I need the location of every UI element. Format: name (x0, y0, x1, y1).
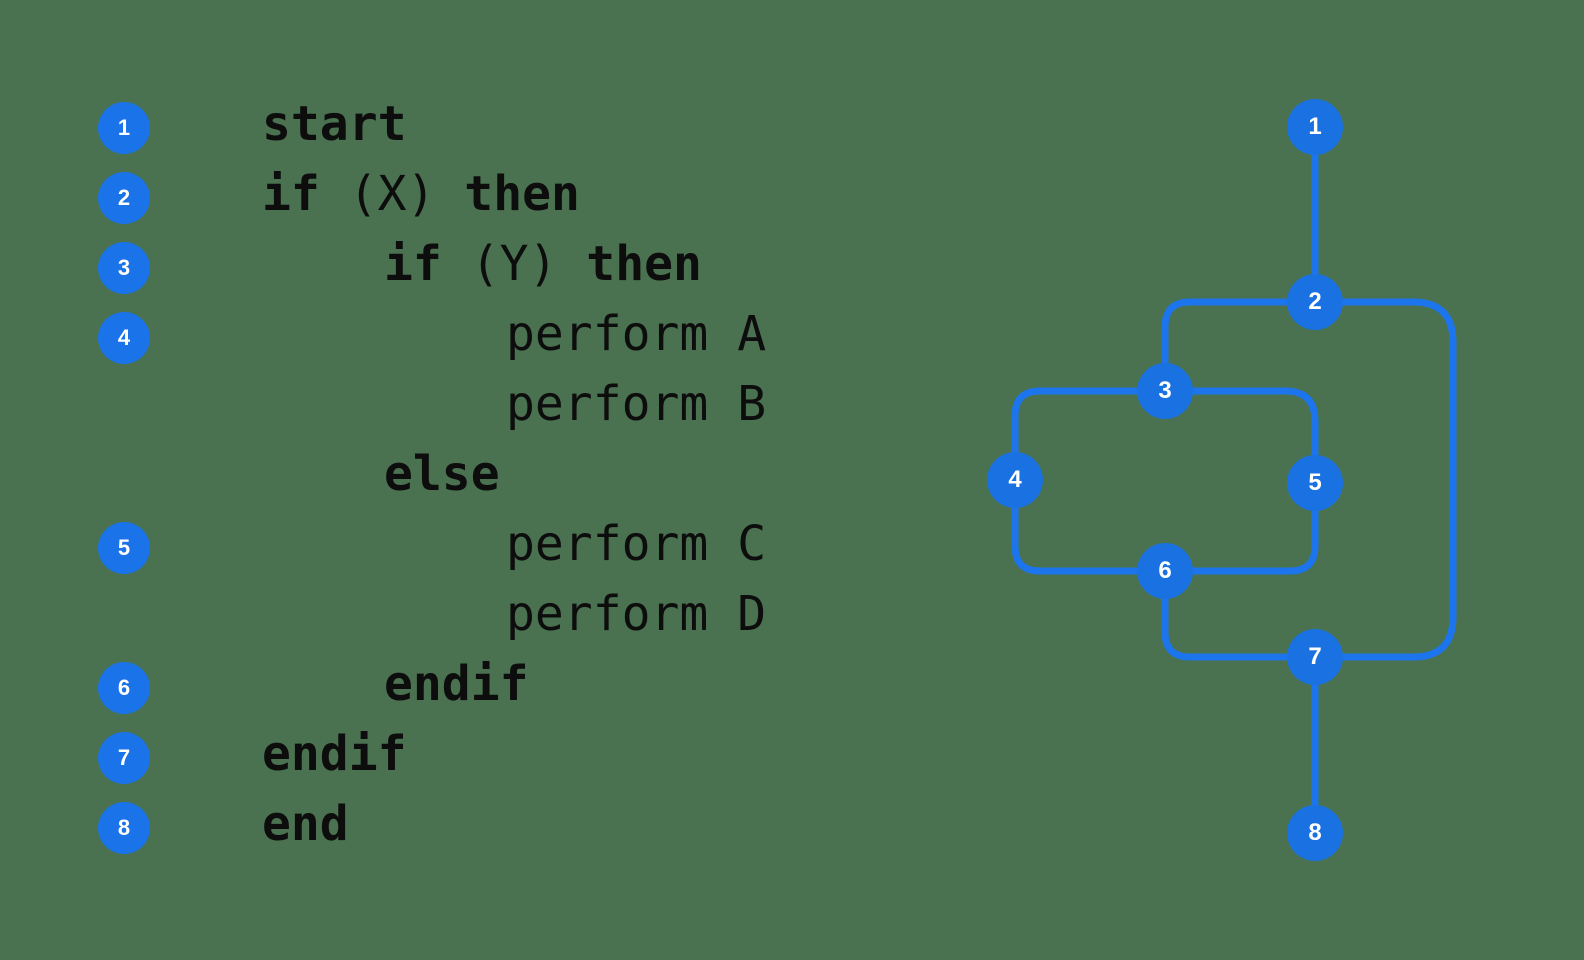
line-number-badge: 5 (98, 522, 150, 574)
graph-node-label: 8 (1308, 819, 1322, 846)
graph-node-6: 6 (1137, 543, 1193, 599)
line-number-badge: 4 (98, 312, 150, 364)
graph-node-label: 3 (1158, 377, 1172, 404)
graph-node-5: 5 (1287, 455, 1343, 511)
code-segment: perform C (506, 516, 767, 572)
line-number-label: 1 (117, 115, 131, 140)
graph-edge-3-4 (1011, 387, 1169, 484)
graph-node-8: 8 (1287, 805, 1343, 861)
code-line: if (X) then (262, 159, 580, 229)
graph-edge-2-7 (1311, 298, 1457, 661)
line-number-label: 6 (117, 675, 131, 700)
code-segment: end (262, 796, 349, 852)
graph-edge-2-3 (1161, 298, 1319, 395)
code-segment: else (384, 446, 500, 502)
graph-node-label: 4 (1008, 466, 1022, 493)
line-number-badge: 2 (98, 172, 150, 224)
code-segment: (Y) (441, 236, 587, 292)
code-line: endif (262, 719, 407, 789)
graph-edge-4-6 (1011, 476, 1169, 575)
graph-edge-6-7 (1161, 567, 1319, 661)
code-segment: endif (262, 726, 407, 782)
line-number-label: 2 (117, 185, 131, 210)
code-line: start (262, 89, 407, 159)
code-segment: perform D (506, 586, 767, 642)
line-number-label: 7 (117, 745, 131, 770)
code-segment: perform B (506, 376, 767, 432)
graph-node-1: 1 (1287, 99, 1343, 155)
code-line: perform B (506, 369, 766, 439)
graph-node-label: 7 (1308, 643, 1322, 670)
code-segment: endif (384, 656, 529, 712)
graph-node-label: 2 (1308, 288, 1322, 315)
code-segment: then (586, 236, 702, 292)
code-line: else (384, 439, 500, 509)
graph-node-3: 3 (1137, 363, 1193, 419)
line-number-badge: 7 (98, 732, 150, 784)
line-number-label: 3 (117, 255, 131, 280)
code-segment: start (262, 96, 407, 152)
line-number-badge: 8 (98, 802, 150, 854)
line-number-label: 4 (117, 325, 131, 350)
graph-edge-3-5 (1161, 387, 1319, 487)
code-line: perform A (506, 299, 766, 369)
graph-node-7: 7 (1287, 629, 1343, 685)
code-line: perform D (506, 579, 766, 649)
line-number-badge: 6 (98, 662, 150, 714)
line-number-badge: 1 (98, 102, 150, 154)
line-number-label: 8 (117, 815, 131, 840)
code-segment: if (384, 236, 442, 292)
graph-node-label: 6 (1158, 557, 1172, 584)
code-segment: (X) (319, 166, 465, 222)
code-line: if (Y) then (384, 229, 702, 299)
graph-node-label: 1 (1308, 113, 1322, 140)
code-segment: then (464, 166, 580, 222)
code-line: endif (384, 649, 529, 719)
line-number-label: 5 (117, 535, 131, 560)
graph-node-4: 4 (987, 452, 1043, 508)
graph-node-2: 2 (1287, 274, 1343, 330)
graph-node-label: 5 (1308, 469, 1322, 496)
line-number-badge: 3 (98, 242, 150, 294)
graph-edge-5-6 (1161, 479, 1319, 575)
code-line: end (262, 789, 349, 859)
code-segment: if (262, 166, 320, 222)
code-line: perform C (506, 509, 766, 579)
code-segment: perform A (506, 306, 767, 362)
